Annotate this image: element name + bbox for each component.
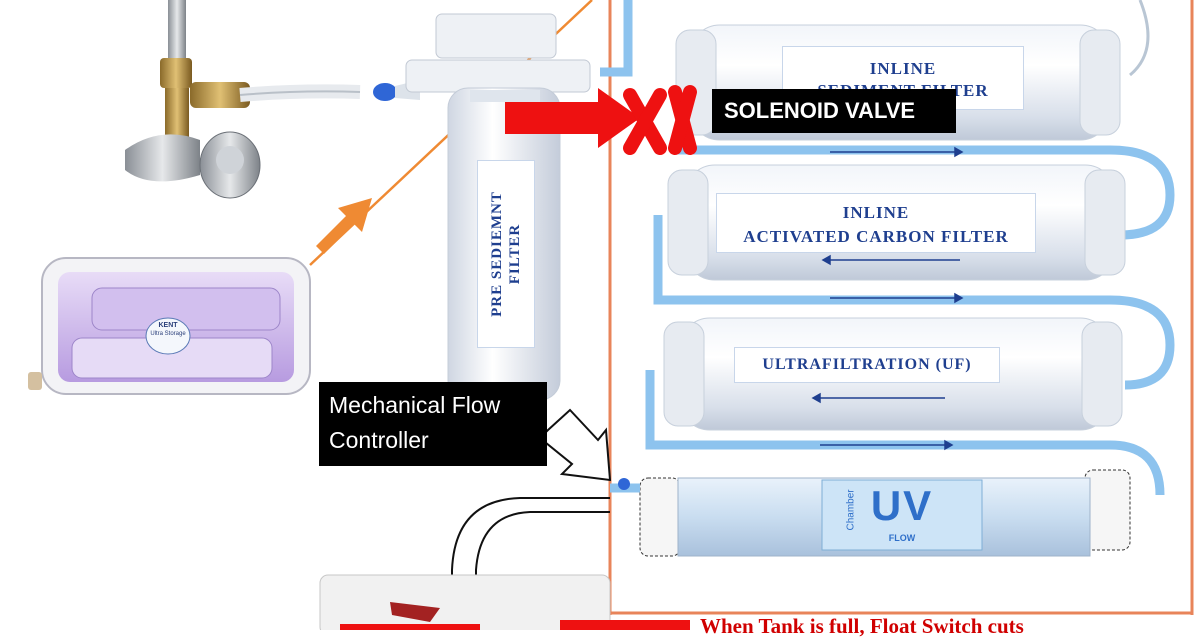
water-pipes: [600, 0, 1175, 496]
flow-controller-label-line2: Controller: [329, 427, 429, 453]
purifier-unit: [28, 257, 311, 395]
inlet-red-arrow: [505, 88, 640, 148]
solenoid-valve-label-box: SOLENOID VALVE: [712, 89, 956, 133]
pre-sediment-label-line2: FILTER: [507, 223, 523, 285]
uv-chamber-text: Chamber: [845, 489, 857, 531]
uv-text: UV: [870, 482, 934, 529]
purifier-badge: KENT: [158, 322, 178, 329]
ultrafiltration-label: ULTRAFILTRATION (UF): [762, 356, 972, 373]
inline-carbon-label-line2: ACTIVATED CARBON FILTER: [743, 227, 1009, 246]
flow-controller-label-line1: Mechanical Flow: [329, 392, 501, 418]
wall-tap: [125, 0, 420, 199]
orange-pointer-arrow: [316, 198, 372, 254]
flow-controller-label-box: Mechanical Flow Controller: [319, 382, 547, 466]
pre-sediment-label-line1: PRE SEDIEMNT: [489, 191, 505, 317]
flow-controller-arrow: [538, 408, 612, 482]
pre-sediment-label-box: PRE SEDIEMNT FILTER: [477, 160, 535, 348]
uv-chamber: [610, 469, 1131, 557]
ultrafiltration-label-box: ULTRAFILTRATION (UF): [734, 347, 1000, 383]
solenoid-x-mark: [623, 85, 697, 155]
storage-tank: [319, 574, 690, 636]
pre-sediment-rotated-group: PRE SEDIEMNT FILTER: [489, 161, 523, 347]
inline-carbon-label-box: INLINE ACTIVATED CARBON FILTER: [716, 193, 1036, 253]
uv-flow-text: FLOW: [888, 533, 916, 543]
solenoid-valve-label: SOLENOID VALVE: [724, 98, 916, 123]
flow-arrows: [811, 146, 964, 451]
inline-sediment-label-line1: INLINE: [869, 59, 937, 78]
inline-carbon-label-line1: INLINE: [842, 203, 910, 222]
purifier-badge-sub: Ultra Storage: [150, 331, 186, 337]
bottom-note: When Tank is full, Float Switch cuts: [700, 614, 1024, 638]
